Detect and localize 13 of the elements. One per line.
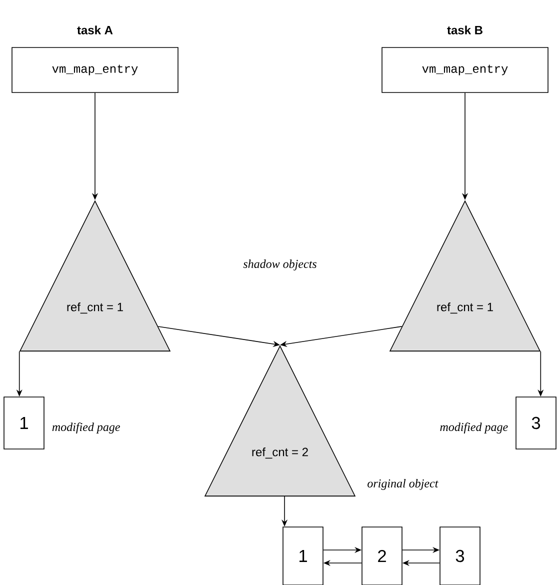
page-box: 1 — [4, 396, 44, 450]
side-label: original object — [368, 479, 438, 490]
page-box: 3 — [440, 526, 480, 585]
page-box: 2 — [362, 526, 402, 585]
entry-box: vm_map_entry — [382, 47, 548, 93]
entry-box: vm_map_entry — [12, 47, 178, 93]
task-heading: task B — [447, 26, 482, 34]
side-label: modified page — [52, 422, 120, 434]
caption: shadow objects — [243, 260, 316, 270]
side-label: modified page — [440, 422, 508, 434]
task-heading: task A — [77, 26, 113, 34]
page-box: 3 — [516, 396, 556, 450]
page-box: 1 — [282, 526, 324, 585]
